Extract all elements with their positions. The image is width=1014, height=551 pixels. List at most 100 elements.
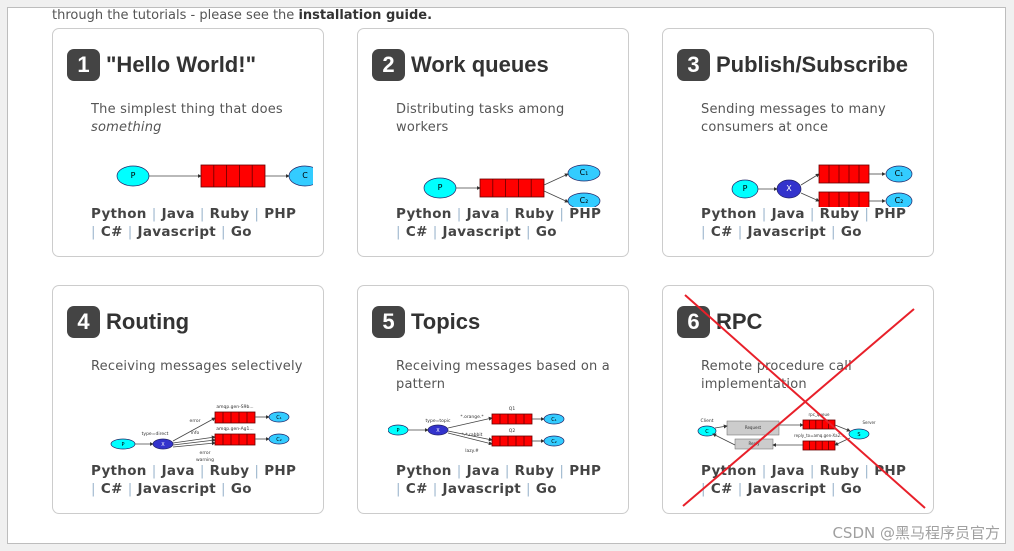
lang-link-csharp[interactable]: C# <box>100 481 123 497</box>
tutorial-title[interactable]: Work queues <box>411 52 549 77</box>
node-label: C₂ <box>895 196 904 205</box>
description-text: Receiving messages based on a pattern <box>396 359 610 392</box>
diagram-label: *.*.rabbit <box>462 432 483 438</box>
diagram-label: reply_to=amq.gen-Xa2... <box>794 433 844 438</box>
lang-link-php[interactable]: PHP <box>569 463 602 479</box>
lang-link-ruby[interactable]: Ruby <box>819 206 860 222</box>
lang-link-csharp[interactable]: C# <box>710 481 733 497</box>
lang-link-php[interactable]: PHP <box>264 206 297 222</box>
language-links: Python|Java|Ruby|PHP|C#|Javascript|Go <box>396 462 621 498</box>
lang-link-ruby[interactable]: Ruby <box>819 463 860 479</box>
node-label: P <box>743 184 748 193</box>
lang-link-javascript[interactable]: Javascript <box>137 224 217 240</box>
lang-link-java[interactable]: Java <box>161 463 195 479</box>
lang-link-ruby[interactable]: Ruby <box>514 463 555 479</box>
description-text: Distributing tasks among workers <box>396 102 565 135</box>
lang-link-java[interactable]: Java <box>161 206 195 222</box>
tutorial-card-5: 5 Topics Receiving messages based on a p… <box>357 285 629 514</box>
tutorial-title[interactable]: Topics <box>411 309 481 334</box>
lang-link-php[interactable]: PHP <box>874 206 907 222</box>
lang-link-python[interactable]: Python <box>396 463 452 479</box>
tutorial-title[interactable]: Routing <box>106 309 190 334</box>
node-label: C <box>705 429 709 435</box>
node-label: P <box>396 428 399 434</box>
lang-link-go[interactable]: Go <box>230 224 252 240</box>
arrow <box>543 190 569 203</box>
tutorial-title[interactable]: "Hello World!" <box>106 52 257 77</box>
description-text: Remote procedure call implementation <box>701 359 852 392</box>
arrow <box>712 433 736 446</box>
separator: | <box>809 206 815 222</box>
lang-link-python[interactable]: Python <box>701 463 757 479</box>
queue <box>491 435 533 447</box>
node <box>288 165 322 187</box>
tutorial-description: Sending messages to many consumers at on… <box>701 101 921 137</box>
node-label: P <box>438 183 443 192</box>
lang-link-go[interactable]: Go <box>840 224 862 240</box>
lang-link-go[interactable]: Go <box>840 481 862 497</box>
lang-link-python[interactable]: Python <box>701 206 757 222</box>
lang-link-javascript[interactable]: Javascript <box>747 481 827 497</box>
lang-link-python[interactable]: Python <box>91 463 147 479</box>
arrow <box>172 441 216 448</box>
node <box>427 424 449 436</box>
node-label: X <box>436 428 440 434</box>
node-label: P <box>121 442 124 448</box>
language-links: Python|Java|Ruby|PHP|C#|Javascript|Go <box>91 205 316 241</box>
tutorial-title[interactable]: RPC <box>716 309 763 334</box>
diagram-label: warning <box>196 457 214 463</box>
lang-link-csharp[interactable]: C# <box>710 224 733 240</box>
tutorial-card-1: 1 "Hello World!" The simplest thing that… <box>52 28 324 257</box>
separator: | <box>456 206 462 222</box>
lang-link-java[interactable]: Java <box>771 206 805 222</box>
lang-link-ruby[interactable]: Ruby <box>514 206 555 222</box>
arrow <box>834 424 851 432</box>
separator: | <box>151 206 157 222</box>
lang-link-java[interactable]: Java <box>466 206 500 222</box>
separator: | <box>701 224 706 240</box>
lang-link-csharp[interactable]: C# <box>405 224 428 240</box>
separator: | <box>559 463 565 479</box>
separator: | <box>199 463 205 479</box>
lang-link-javascript[interactable]: Javascript <box>442 481 522 497</box>
lang-link-csharp[interactable]: C# <box>100 224 123 240</box>
node-label: C <box>302 171 308 180</box>
lang-link-go[interactable]: Go <box>535 481 557 497</box>
tutorial-description: Receiving messages selectively <box>91 358 311 376</box>
description-text: Sending messages to many consumers at on… <box>701 102 886 135</box>
lang-link-java[interactable]: Java <box>466 463 500 479</box>
lang-link-java[interactable]: Java <box>771 463 805 479</box>
lang-link-python[interactable]: Python <box>396 206 452 222</box>
tutorial-description: Distributing tasks among workers <box>396 101 616 137</box>
lang-link-python[interactable]: Python <box>91 206 147 222</box>
tutorial-card-2: 2 Work queues Distributing tasks among w… <box>357 28 629 257</box>
lang-link-csharp[interactable]: C# <box>405 481 428 497</box>
lang-link-javascript[interactable]: Javascript <box>747 224 827 240</box>
lang-link-go[interactable]: Go <box>535 224 557 240</box>
lang-link-php[interactable]: PHP <box>264 463 297 479</box>
diagram-label: lazy.# <box>465 448 479 454</box>
lang-link-go[interactable]: Go <box>230 481 252 497</box>
separator: | <box>761 206 767 222</box>
queue <box>802 419 836 430</box>
lang-link-javascript[interactable]: Javascript <box>442 224 522 240</box>
separator: | <box>831 481 836 497</box>
queue <box>214 433 256 446</box>
lang-link-ruby[interactable]: Ruby <box>209 463 250 479</box>
installation-guide-link[interactable]: installation guide. <box>298 8 433 23</box>
lang-link-ruby[interactable]: Ruby <box>209 206 250 222</box>
separator: | <box>221 481 226 497</box>
lang-link-php[interactable]: PHP <box>569 206 602 222</box>
separator: | <box>559 206 565 222</box>
lang-link-php[interactable]: PHP <box>874 463 907 479</box>
diagram-label: type=direct <box>142 431 169 437</box>
lang-link-javascript[interactable]: Javascript <box>137 481 217 497</box>
node <box>268 433 290 445</box>
tutorial-title[interactable]: Publish/Subscribe <box>716 52 908 77</box>
diagram-label: *.orange.* <box>460 414 484 420</box>
node-label: C₂ <box>580 196 589 205</box>
node <box>543 413 565 425</box>
